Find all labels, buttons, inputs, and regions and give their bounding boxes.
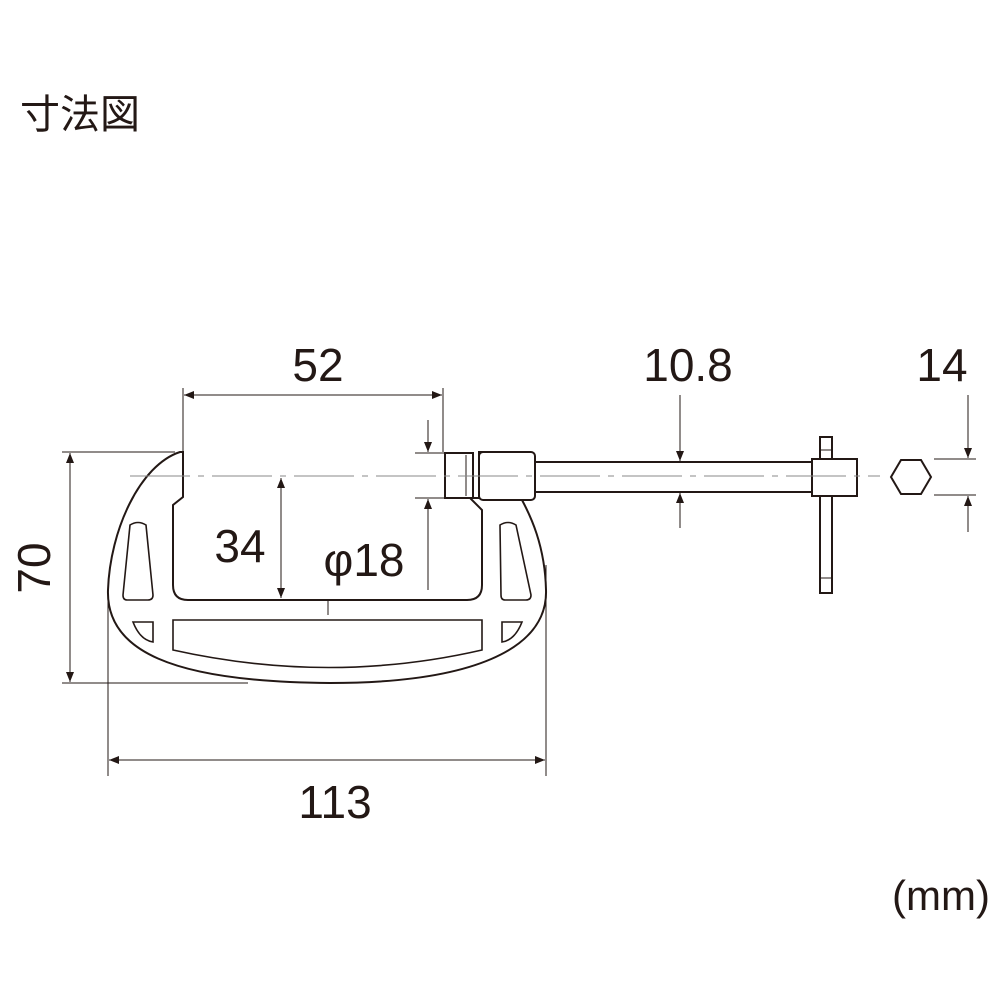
dim-overall-width: 113: [107, 565, 547, 828]
dim-height: 70: [8, 451, 248, 684]
dim-label-10-8: 10.8: [643, 339, 733, 391]
dim-label-34: 34: [214, 520, 265, 572]
dim-label-113: 113: [298, 776, 371, 828]
dim-throat-depth: 34: [214, 478, 285, 598]
dim-jaw-opening: 52: [182, 339, 444, 452]
drawing-title: 寸法図: [20, 92, 140, 138]
hex-section: [889, 459, 933, 495]
dim-hex-width: 14: [916, 339, 976, 532]
dim-label-52: 52: [292, 339, 343, 391]
unit-label: (mm): [892, 872, 990, 919]
dim-pad-diameter: φ18: [324, 420, 445, 590]
dim-rod-diameter: 10.8: [643, 339, 733, 528]
dim-label-70: 70: [8, 542, 60, 593]
dim-label-14: 14: [916, 339, 967, 391]
dim-label-phi-18: φ18: [324, 534, 405, 586]
